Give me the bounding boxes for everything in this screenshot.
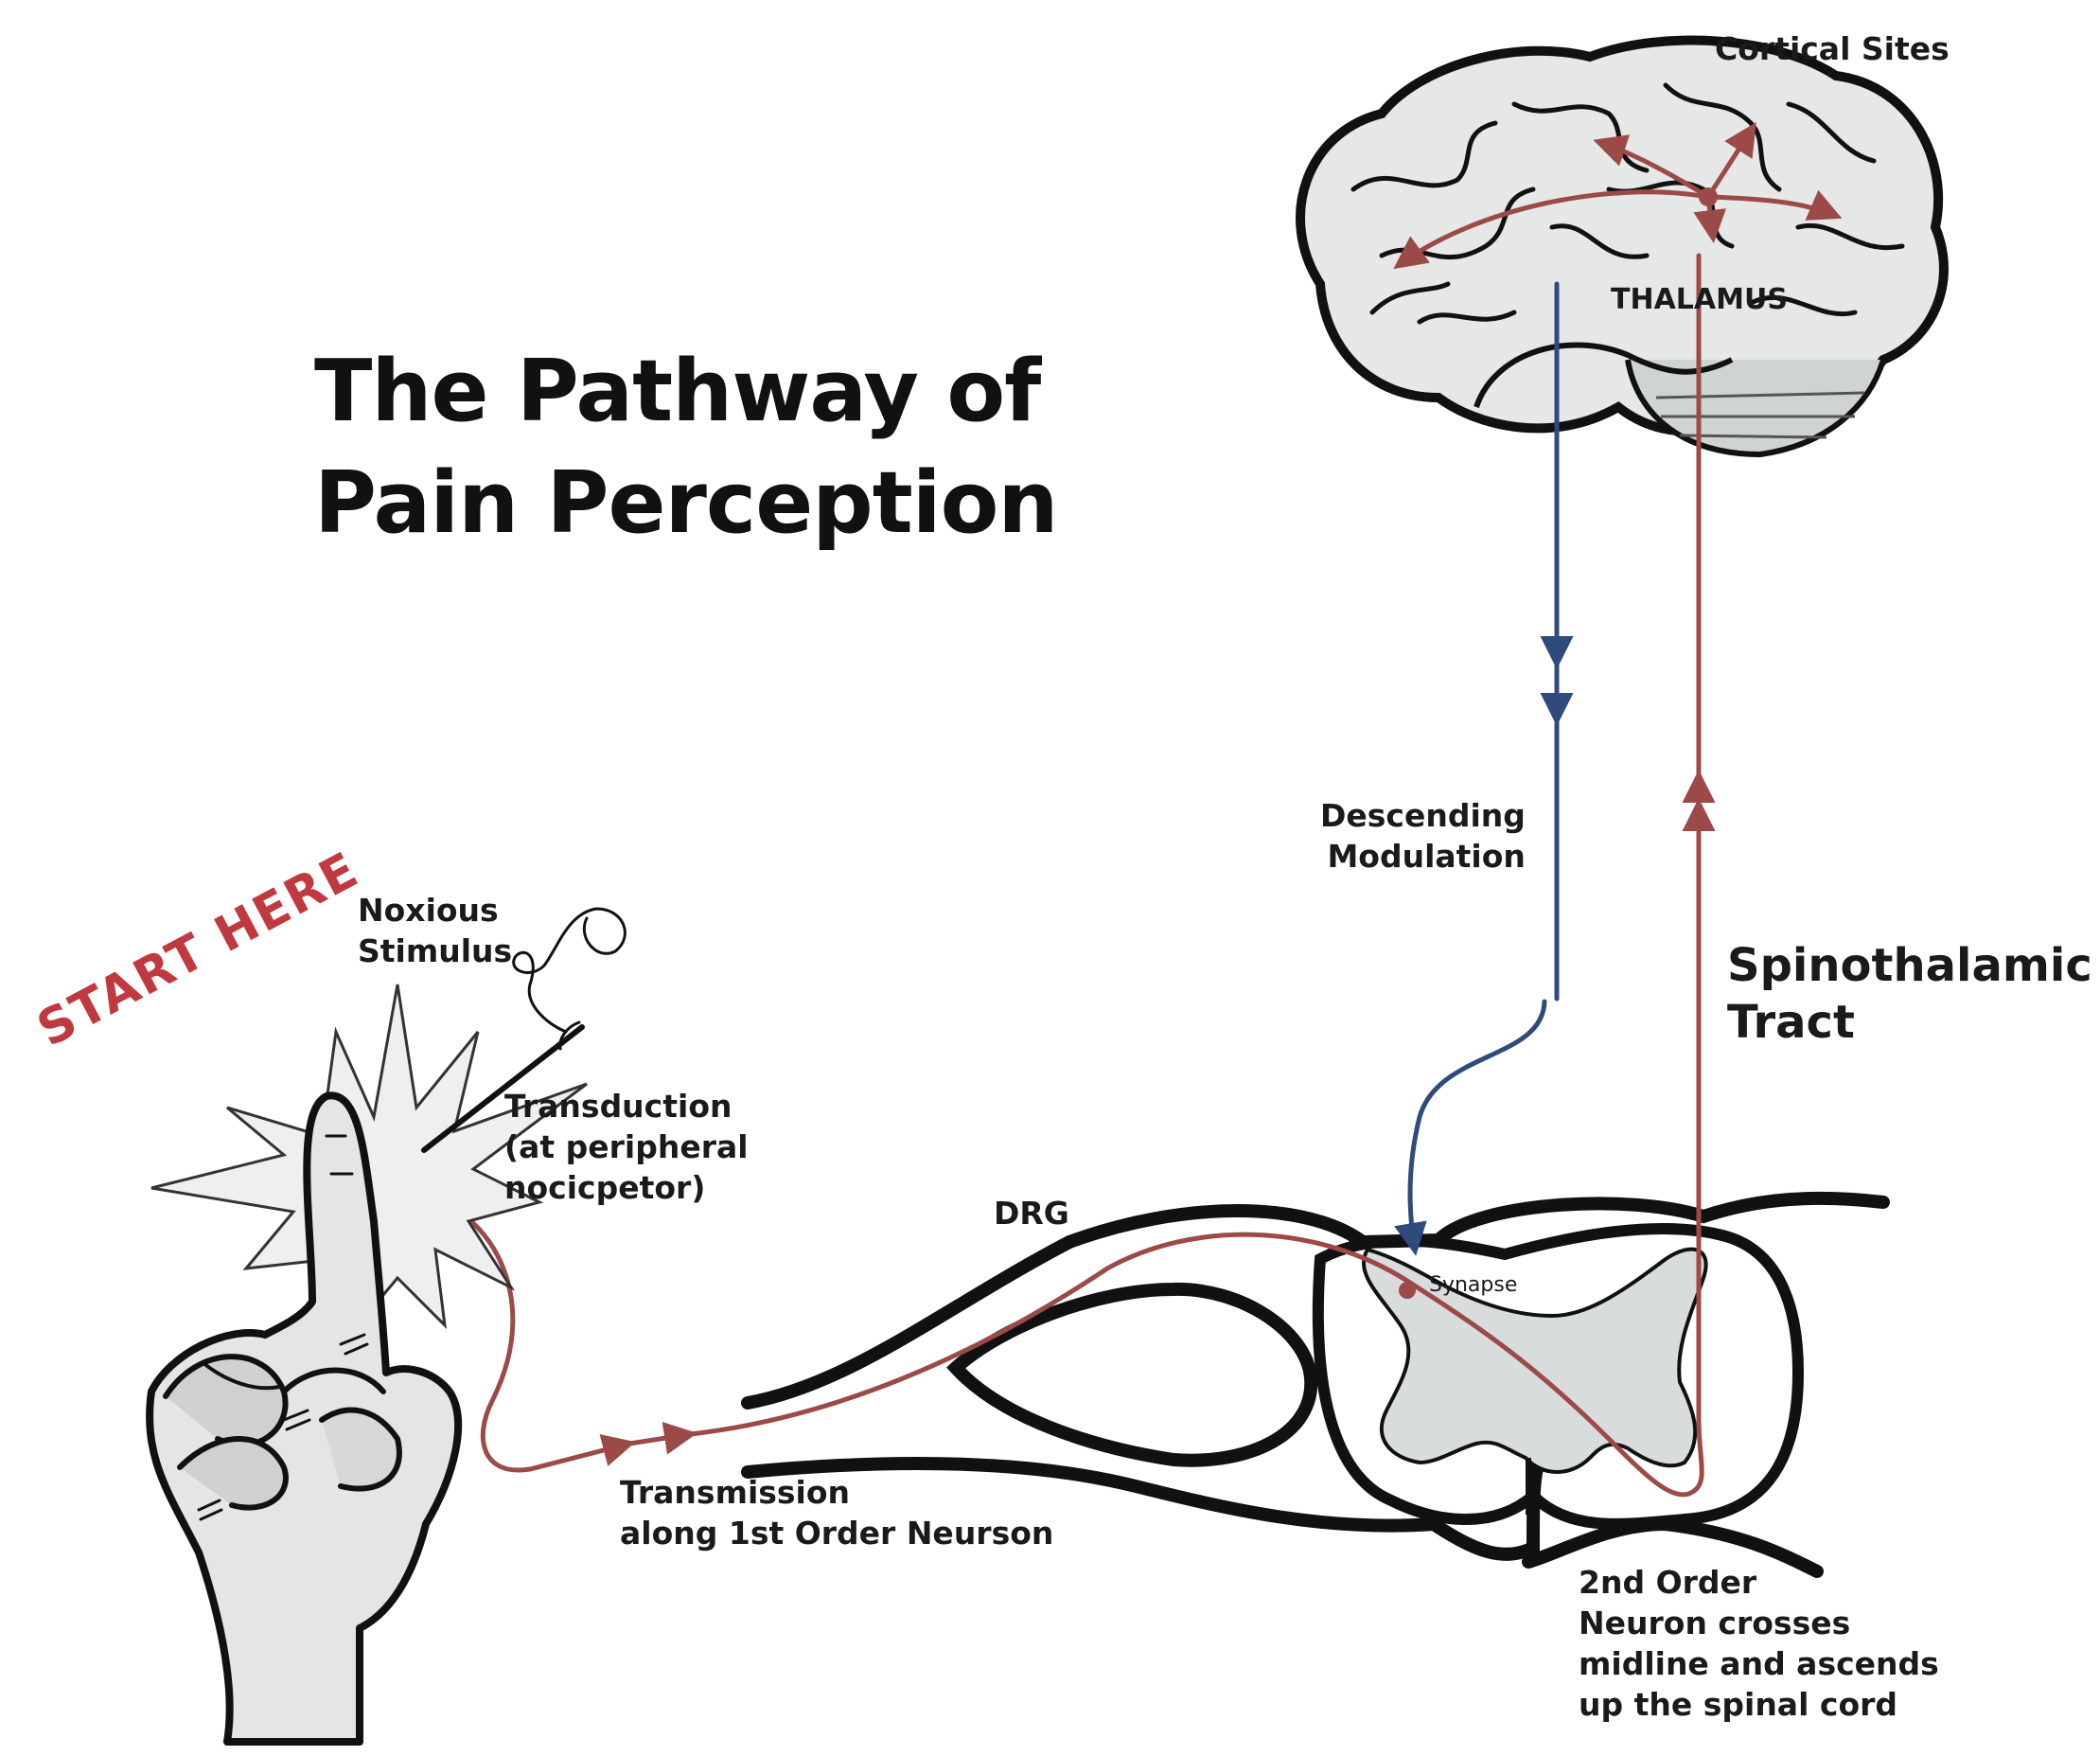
cortical-sites-label: Cortical Sites <box>1715 30 1950 67</box>
spinothalamic-line-1: Spinothalamic <box>1727 939 2092 992</box>
transmission-line-1: Transmission <box>620 1474 851 1511</box>
second-order-neuron-label: 2nd Order Neuron crosses midline and asc… <box>1579 1562 1939 1725</box>
descending-line-1: Descending <box>1320 797 1526 834</box>
noxious-line-2: Stimulus <box>358 932 513 969</box>
pain-starburst <box>150 984 588 1339</box>
second-order-line-3: midline and ascends <box>1579 1645 1939 1682</box>
drg-label: DRG <box>994 1195 1069 1232</box>
transduction-line-2: (at peripheral <box>504 1128 749 1165</box>
spinothalamic-line-2: Tract <box>1727 996 1855 1049</box>
thalamus-label: THALAMUS <box>1611 283 1788 316</box>
thalamus-node <box>1699 187 1718 206</box>
transduction-line-1: Transduction <box>504 1088 732 1125</box>
noxious-stimulus-label: Noxious Stimulus <box>358 890 512 971</box>
transmission-label: Transmission along 1st Order Neurson <box>620 1472 1053 1553</box>
descending-line-2: Modulation <box>1327 838 1526 875</box>
diagram-title: The Pathway of Pain Perception <box>314 336 1059 559</box>
spinal-cord-section <box>470 253 1890 1578</box>
hand-illustration <box>146 1091 463 1746</box>
transmission-line-2: along 1st Order Neurson <box>620 1515 1054 1552</box>
synapse-node <box>1399 1282 1416 1299</box>
spinothalamic-tract-label: Spinothalamic Tract <box>1727 937 2092 1051</box>
synapse-label: Synapse <box>1429 1273 1518 1297</box>
second-order-line-4: up the spinal cord <box>1579 1686 1898 1723</box>
transduction-line-3: nocicpetor) <box>504 1169 706 1206</box>
transduction-label: Transduction (at peripheral nocicpetor) <box>504 1086 749 1208</box>
second-order-line-1: 2nd Order <box>1579 1564 1757 1601</box>
title-line-2: Pain Perception <box>314 453 1059 553</box>
second-order-line-2: Neuron crosses <box>1579 1605 1851 1641</box>
noxious-line-1: Noxious <box>358 892 499 929</box>
title-line-1: The Pathway of <box>314 342 1041 441</box>
descending-modulation-label: Descending Modulation <box>1320 795 1526 877</box>
brain-illustration <box>1296 35 1949 458</box>
needle-icon <box>421 907 626 1153</box>
